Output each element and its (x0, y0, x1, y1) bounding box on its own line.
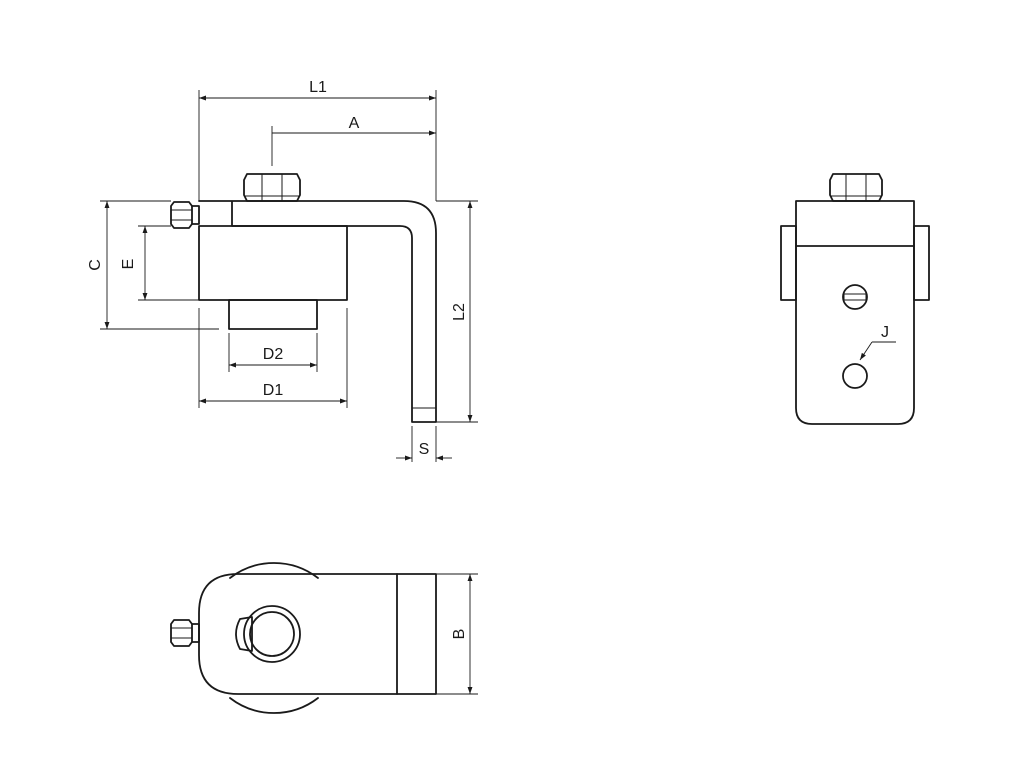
dim-label-s: S (419, 441, 430, 458)
wheel-hub (228, 299, 318, 330)
dim-label-c: C (87, 259, 104, 271)
nut-top (235, 605, 301, 663)
wheel-tab-left (780, 225, 797, 301)
l-bracket (198, 200, 437, 423)
set-screw-top (170, 619, 200, 647)
hex-nut-side (829, 173, 883, 202)
hex-nut-front (243, 173, 301, 202)
wheel-top (229, 562, 319, 579)
dim-label-d2: D2 (263, 346, 284, 363)
dim-label-e: E (120, 259, 137, 270)
set-screw-front (170, 201, 200, 229)
wheel-body (198, 225, 348, 301)
dim-label-b: B (451, 629, 468, 640)
side-plate (795, 200, 915, 425)
front-view (170, 173, 437, 423)
dim-label-d1: D1 (263, 382, 284, 399)
dim-label-l1: L1 (309, 79, 327, 96)
dim-label-j: J (881, 324, 889, 341)
mounting-hole (842, 363, 868, 389)
slotted-screw (842, 284, 868, 310)
wheel-tab-right (913, 225, 930, 301)
top-view: B (170, 562, 478, 714)
bracket-top (198, 573, 437, 695)
dimensions-front: L1 A C E D2 D1 L2 S (87, 79, 478, 462)
dim-label-l2: L2 (451, 303, 468, 321)
side-view: J (780, 173, 930, 425)
dim-label-a: A (349, 115, 360, 132)
